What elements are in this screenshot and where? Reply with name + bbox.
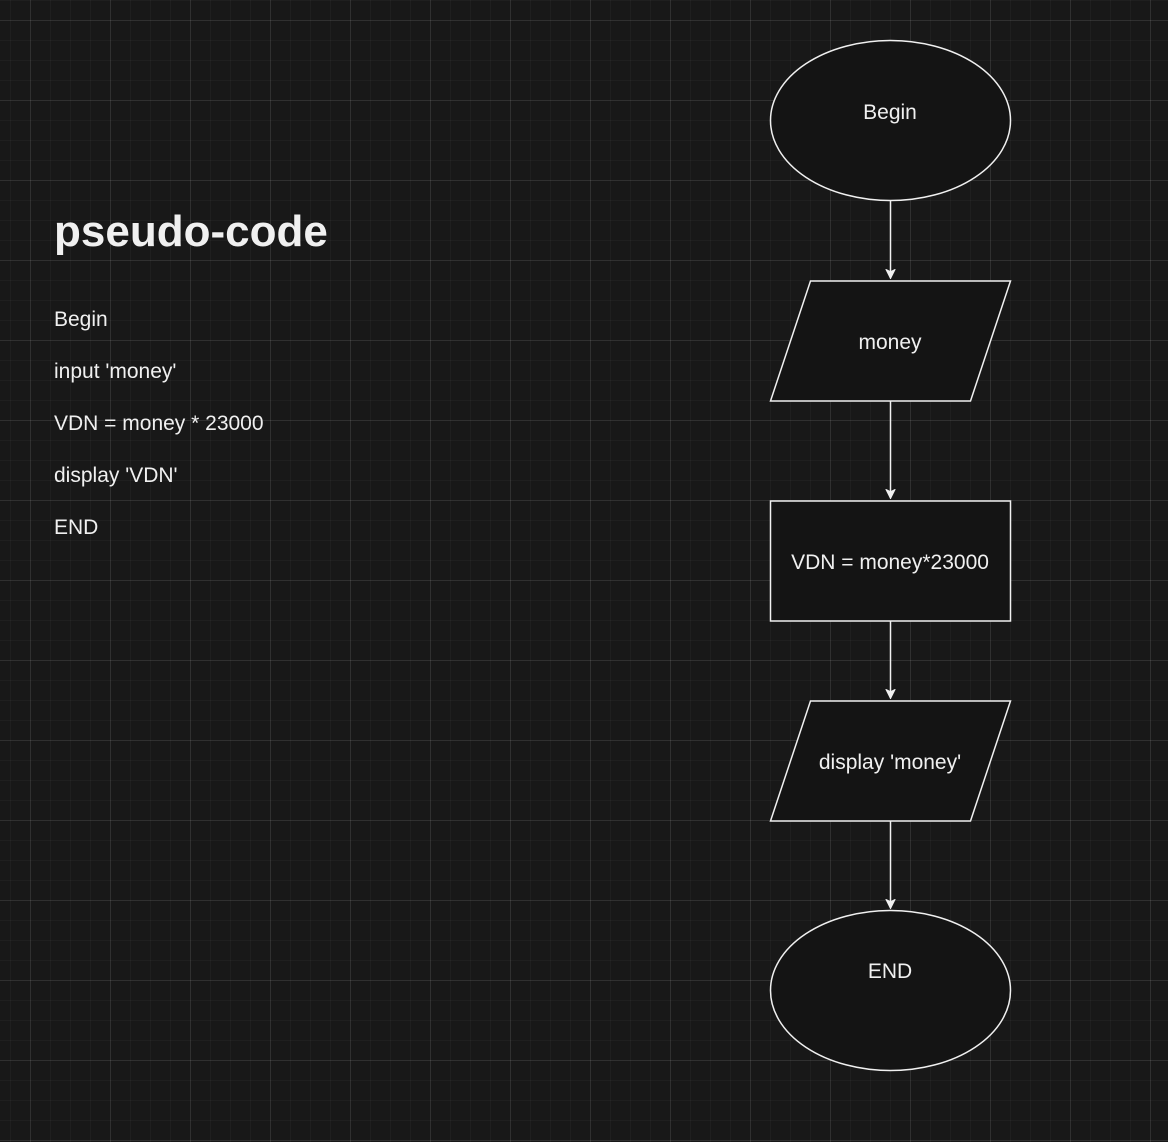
end-terminator[interactable]: END (769, 909, 1012, 1072)
pseudocode-line-end: END (54, 516, 99, 539)
pseudocode-line-input: input 'money' (54, 360, 177, 383)
input-shape (769, 280, 1012, 402)
output-label: display 'money' (819, 751, 961, 774)
process-label: VDN = money*23000 (791, 551, 989, 574)
end-shape (769, 909, 1012, 1072)
pseudocode-line-begin: Begin (54, 308, 108, 331)
pseudocode-title: pseudo-code (54, 207, 328, 256)
start-terminator[interactable]: Begin (769, 39, 1012, 202)
process-shape (769, 500, 1012, 622)
input-label: money (858, 331, 922, 354)
pseudocode-panel: pseudo-code Begin input 'money' VDN = mo… (54, 200, 474, 554)
output-node[interactable]: display 'money' (769, 700, 1012, 822)
input-node[interactable]: money (769, 280, 1012, 402)
end-label: END (868, 960, 912, 983)
pseudocode-line-display: display 'VDN' (54, 464, 178, 487)
pseudocode-line-process: VDN = money * 23000 (54, 412, 264, 435)
start-shape (769, 39, 1012, 202)
process-node[interactable]: VDN = money*23000 (769, 500, 1012, 622)
output-shape (769, 700, 1012, 822)
start-label: Begin (863, 101, 917, 124)
